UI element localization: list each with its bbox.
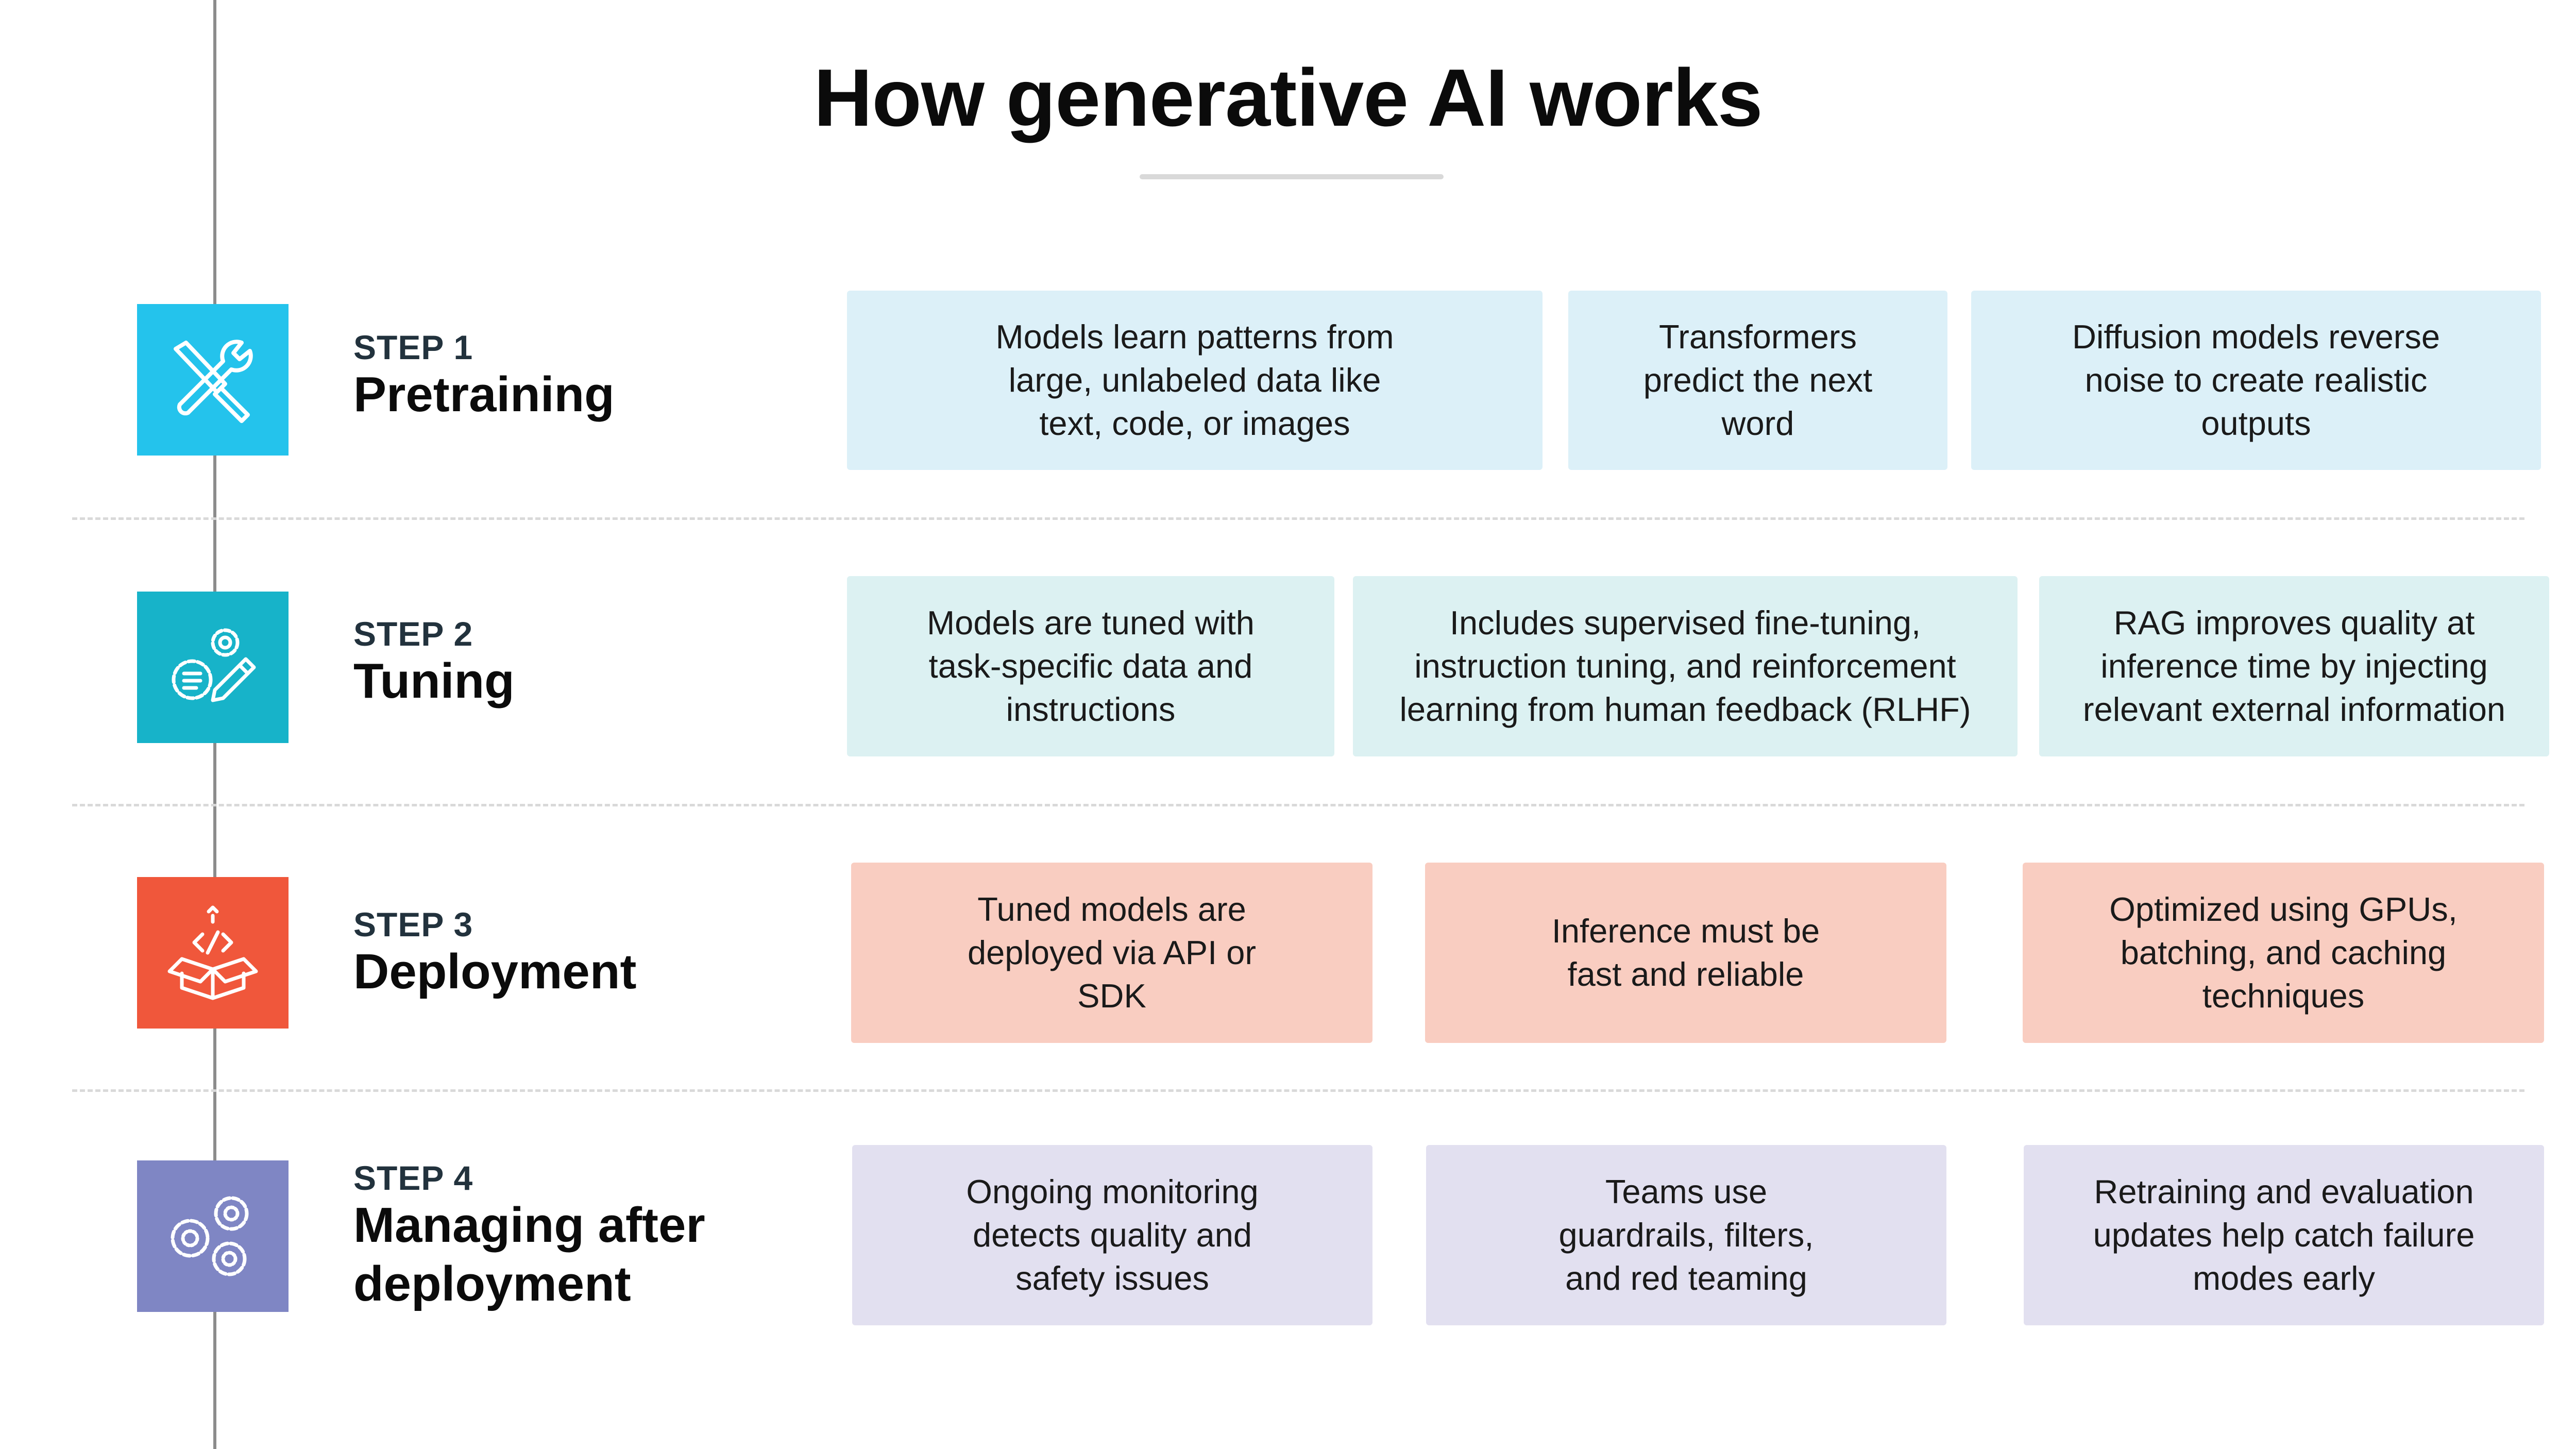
- step-title: Deployment: [353, 944, 637, 1000]
- row-divider: [72, 517, 2524, 520]
- step-title: Pretraining: [353, 367, 615, 423]
- step-3-heading: STEP 3 Deployment: [353, 905, 637, 1001]
- step-1-icon-tile: [137, 304, 289, 456]
- step-number: STEP 1: [353, 328, 473, 366]
- step-2-card-3: RAG improves quality at inference time b…: [2039, 576, 2549, 756]
- step-4-card-1: Ongoing monitoring detects quality and s…: [852, 1145, 1372, 1325]
- tools-icon: [174, 340, 253, 423]
- step-1-card-2: Transformers predict the next word: [1568, 291, 1947, 470]
- code-box-icon: [167, 905, 258, 1000]
- step-2-card-2: Includes supervised fine-tuning, instruc…: [1353, 576, 2018, 756]
- step-4-card-3: Retraining and evaluation updates help c…: [2024, 1145, 2544, 1325]
- step-4-card-2: Teams use guardrails, filters, and red t…: [1426, 1145, 1946, 1325]
- step-number: STEP 2: [353, 615, 473, 653]
- step-title: Tuning: [353, 653, 515, 709]
- tuning-icon: [172, 628, 256, 702]
- title-underline: [1140, 174, 1444, 179]
- step-1-card-3: Diffusion models reverse noise to create…: [1971, 291, 2541, 470]
- step-2-card-1: Models are tuned with task-specific data…: [847, 576, 1334, 756]
- step-1-heading: STEP 1 Pretraining: [353, 328, 615, 424]
- step-3-card-2: Inference must be fast and reliable: [1425, 863, 1946, 1043]
- step-3-icon-tile: [137, 877, 289, 1029]
- step-title: Managing after deployment: [353, 1198, 705, 1311]
- step-2-heading: STEP 2 Tuning: [353, 616, 515, 711]
- step-4-heading: STEP 4 Managing after deployment: [353, 1160, 705, 1313]
- step-number: STEP 3: [353, 905, 473, 943]
- step-4-icon-tile: [137, 1160, 289, 1312]
- row-divider: [72, 1089, 2524, 1092]
- row-divider: [72, 804, 2524, 806]
- step-3-card-3: Optimized using GPUs, batching, and cach…: [2023, 863, 2544, 1043]
- gears-icon: [171, 1196, 249, 1276]
- step-2-icon-tile: [137, 592, 289, 743]
- step-3-card-1: Tuned models are deployed via API or SDK: [851, 863, 1372, 1043]
- page-title: How generative AI works: [814, 53, 1762, 143]
- step-number: STEP 4: [353, 1159, 473, 1197]
- step-1-card-1: Models learn patterns from large, unlabe…: [847, 291, 1543, 470]
